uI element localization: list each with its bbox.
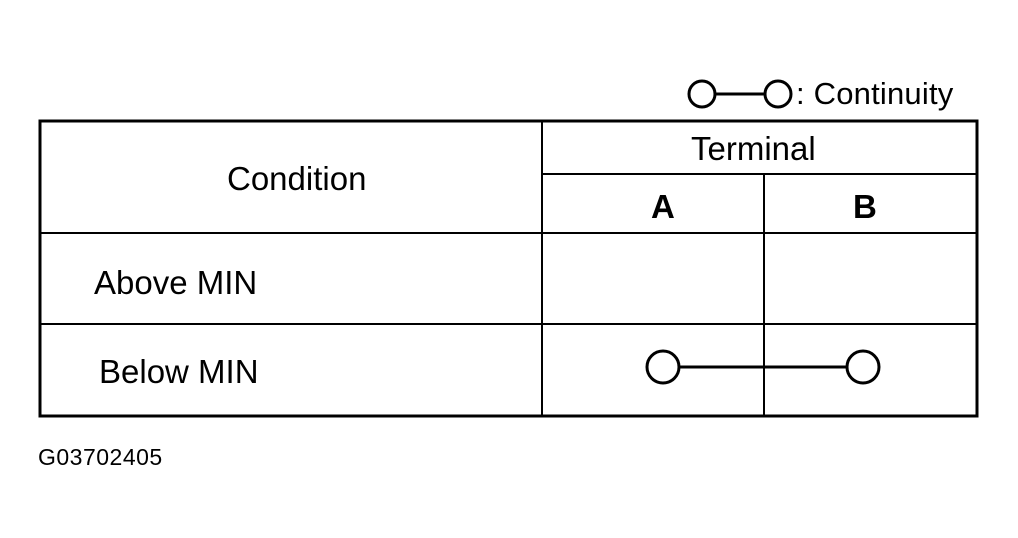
header-terminal-a: A [651,188,675,225]
continuity-symbol-icon [687,79,793,109]
continuity-mark-below-min [645,349,881,385]
header-terminal: Terminal [691,130,816,167]
legend-label: : Continuity [796,76,954,111]
row-label-below-min: Below MIN [99,353,259,390]
terminal-a-circle [645,349,681,385]
header-condition: Condition [227,160,367,197]
header-terminal-b: B [853,188,877,225]
continuity-legend: : Continuity [686,76,953,112]
row-label-above-min: Above MIN [94,264,258,301]
terminal-b-circle [845,349,881,385]
figure-code: G03702405 [38,444,163,470]
table-border [38,119,979,418]
